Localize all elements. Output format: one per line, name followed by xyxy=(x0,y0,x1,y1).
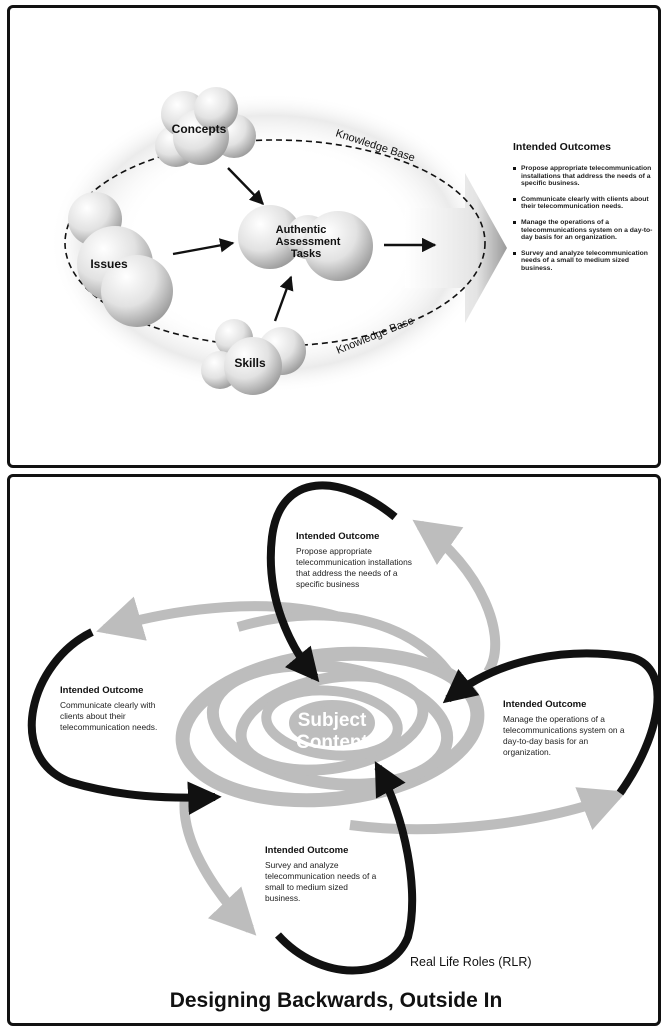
arrow-skills-to-tasks xyxy=(273,275,294,322)
intended-outcome-left: Intended Outcome Communicate clearly wit… xyxy=(60,685,180,733)
bottom-diagram-panel: Subject Content Intended Outcome Propose… xyxy=(7,474,661,1026)
real-life-roles-label: Real Life Roles (RLR) xyxy=(410,955,532,969)
assessment-label-line2: Assessment xyxy=(276,236,341,248)
arrow-concepts-to-tasks xyxy=(227,167,265,206)
outcome-item: Propose appropriate telecommunication in… xyxy=(513,165,658,188)
bottom-diagram-svg xyxy=(27,481,658,975)
outcome-item: Survey and analyze telecommunication nee… xyxy=(513,250,658,273)
page-title: Designing Backwards, Outside In xyxy=(169,989,503,1012)
assessment-label-line1: Authentic xyxy=(276,224,327,236)
subject-content-label: Subject Content xyxy=(272,710,392,754)
concepts-bubble-cluster xyxy=(155,87,256,167)
assessment-label-line3: Tasks xyxy=(291,248,321,260)
intended-outcome-bottom: Intended Outcome Survey and analyze tele… xyxy=(265,845,385,904)
subject-label-line1: Subject xyxy=(297,710,367,731)
light-arc-top-inner xyxy=(236,610,465,695)
assessment-bubble-cluster xyxy=(238,205,373,281)
outcome-heading: Intended Outcome xyxy=(503,699,587,710)
outcome-item: Communicate clearly with clients about t… xyxy=(513,196,658,211)
issues-bubble-cluster xyxy=(68,192,173,327)
outcome-text: Communicate clearly with clients about t… xyxy=(60,700,158,732)
light-arrow-lower-left xyxy=(179,796,257,936)
issues-label: Issues xyxy=(90,257,128,271)
top-diagram-svg: Knowledge Base Knowledge Base Concepts I… xyxy=(50,87,507,395)
intended-outcomes-title: Intended Outcomes xyxy=(513,141,612,153)
light-arrow-lower-right xyxy=(349,787,627,835)
light-arrow-upper-left xyxy=(96,596,342,641)
arrow-issues-to-tasks xyxy=(172,238,235,256)
dark-arrow-bottom xyxy=(275,761,417,975)
outcome-item: Manage the operations of a telecommunica… xyxy=(513,219,658,242)
light-arrow-top-right xyxy=(412,519,501,675)
outcome-heading: Intended Outcome xyxy=(60,685,144,696)
subject-label-line2: Content xyxy=(296,732,368,753)
concepts-label: Concepts xyxy=(172,122,227,136)
intended-outcome-right: Intended Outcome Manage the operations o… xyxy=(503,699,627,758)
intended-outcome-top: Intended Outcome Propose appropriate tel… xyxy=(296,531,426,590)
top-diagram-panel: Knowledge Base Knowledge Base Concepts I… xyxy=(7,5,661,468)
skills-label: Skills xyxy=(234,356,266,370)
outcome-heading: Intended Outcome xyxy=(265,845,349,856)
dark-arrow-left xyxy=(27,628,222,815)
subject-content-spiral xyxy=(175,646,485,808)
outcome-heading: Intended Outcome xyxy=(296,531,380,542)
outcome-text: Survey and analyze telecommunication nee… xyxy=(265,860,377,903)
big-right-arrow xyxy=(405,173,507,323)
dark-arrow-top xyxy=(266,481,398,683)
outcome-text: Manage the operations of a telecommunica… xyxy=(503,714,625,757)
skills-bubble-cluster xyxy=(201,319,306,395)
outcome-text: Propose appropriate telecommunication in… xyxy=(296,546,412,589)
intended-outcomes-list: Intended Outcomes Propose appropriate te… xyxy=(513,142,658,281)
dark-arrow-right xyxy=(442,649,658,796)
